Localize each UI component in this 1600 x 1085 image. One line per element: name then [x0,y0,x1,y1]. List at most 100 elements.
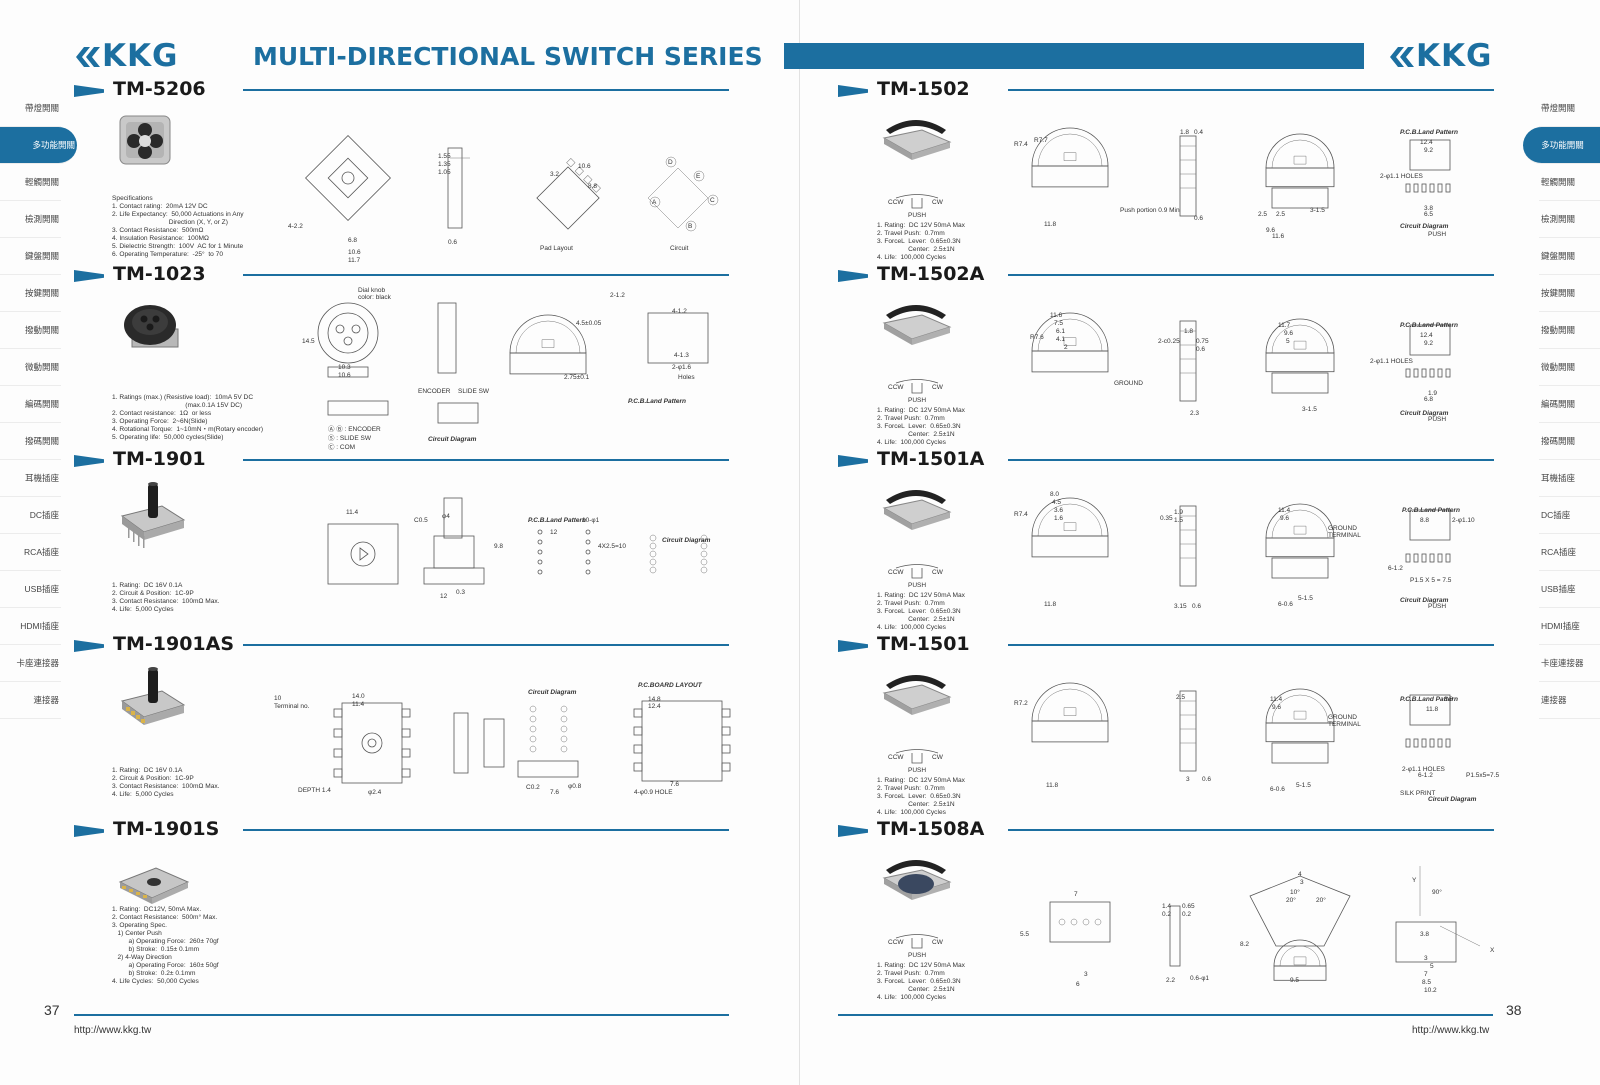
svg-text:P.C.B.Land Pattern: P.C.B.Land Pattern [1402,507,1460,514]
svg-text:11.4: 11.4 [1278,507,1291,514]
svg-text:2-1.2: 2-1.2 [610,292,625,299]
svg-text:P.C.B.Land Pattern: P.C.B.Land Pattern [1400,129,1458,136]
svg-text:1.35: 1.35 [438,161,451,168]
category-tab[interactable]: 鍵盤開關 [1539,238,1600,275]
category-tab[interactable]: RCA插座 [1539,534,1600,571]
svg-text:1.05: 1.05 [438,169,451,176]
section-arrow-icon [838,85,868,97]
category-tab[interactable]: USB插座 [1539,571,1600,608]
category-tab[interactable]: 編碼開關 [0,386,61,423]
product-photo [119,115,171,165]
category-tab[interactable]: DC插座 [0,497,61,534]
svg-text:4-φ0.9 HOLE: 4-φ0.9 HOLE [634,789,673,796]
section-title: TM-1901 [113,448,206,470]
svg-text:0.35: 0.35 [1160,515,1173,522]
category-tab[interactable]: 編碼開關 [1539,386,1600,423]
svg-text:2.5: 2.5 [1276,211,1285,218]
category-tab[interactable]: 撥動開關 [1539,312,1600,349]
svg-text:14.0: 14.0 [352,693,365,700]
svg-text:3: 3 [1300,879,1304,886]
svg-text:11.8: 11.8 [1046,782,1059,789]
svg-text:P.C.B.Land Pattern: P.C.B.Land Pattern [528,517,586,524]
category-tab[interactable]: DC插座 [1539,497,1600,534]
section-title: TM-1901S [113,818,220,840]
svg-text:10.6: 10.6 [578,163,591,170]
svg-text:2.75±0.1: 2.75±0.1 [564,374,590,381]
svg-text:7.6: 7.6 [550,789,559,796]
spec-list: 1. Rating: DC 12V 50mA Max 2. Travel Pus… [877,592,965,631]
category-tab[interactable]: HDMI插座 [0,608,61,645]
website-url[interactable]: http://www.kkg.tw [1412,1025,1490,1036]
svg-text:Pad Layout: Pad Layout [540,245,573,252]
kkg-logo: KKG [74,38,179,74]
category-tab[interactable]: 卡座連接器 [0,645,61,682]
category-tab[interactable]: 鍵盤開關 [0,238,61,275]
category-tab[interactable]: 輕觸開關 [0,164,61,201]
technical-drawing: 11.67.56.14.12R7.6GROUND2-c0.251.80.750.… [1030,312,1458,423]
category-tab[interactable]: 撥碼開關 [1539,423,1600,460]
product-photo [882,305,952,345]
category-tab[interactable]: 按鍵開關 [1539,275,1600,312]
category-tab[interactable]: USB插座 [0,571,61,608]
svg-text:3.8: 3.8 [1420,931,1429,938]
section-title: TM-1501A [877,448,985,470]
category-tab[interactable]: 連接器 [1539,682,1600,719]
svg-text:11.7: 11.7 [1278,322,1291,329]
svg-text:4.1: 4.1 [1056,336,1065,343]
product-photo [882,120,952,160]
svg-text:4-1.2: 4-1.2 [672,308,687,315]
category-tab[interactable]: HDMI插座 [1539,608,1600,645]
category-tab[interactable]: 帶燈開關 [1539,90,1600,127]
category-tab[interactable]: 連接器 [0,682,61,719]
category-tab[interactable]: 多功能開關 [1523,127,1600,164]
svg-text:10-φ1: 10-φ1 [582,517,600,524]
category-tab[interactable]: 檢測開關 [1539,201,1600,238]
svg-text:0.6: 0.6 [1192,603,1201,610]
svg-text:9.6: 9.6 [1272,704,1281,711]
category-tab[interactable]: 按鍵開關 [0,275,61,312]
category-tab[interactable]: RCA插座 [0,534,61,571]
category-tab[interactable]: 卡座連接器 [1539,645,1600,682]
category-tab[interactable]: 撥動開關 [0,312,61,349]
category-tab[interactable]: 耳機插座 [0,460,61,497]
category-tab[interactable]: 輕觸開關 [1539,164,1600,201]
category-tab[interactable]: 檢測開關 [0,201,61,238]
product-photo [118,867,190,904]
svg-text:90°: 90° [1432,888,1442,896]
svg-text:P.C.B.Land Pattern: P.C.B.Land Pattern [1400,696,1458,703]
svg-text:X: X [1490,947,1495,954]
section-rule [1008,89,1494,91]
svg-text:2.3: 2.3 [1190,410,1199,417]
category-tab[interactable]: 微動開關 [0,349,61,386]
svg-text:12.4: 12.4 [648,703,661,710]
svg-text:0.6: 0.6 [1196,346,1205,353]
section-title: TM-5206 [113,78,206,100]
section-rule [1008,274,1494,276]
product-photo [882,860,952,900]
page-number: 37 [44,1002,60,1018]
section-rule [243,274,729,276]
category-tab[interactable]: 耳機插座 [1539,460,1600,497]
section-rule [1008,829,1494,831]
kkg-mark-icon [76,47,100,67]
svg-text:PUSH: PUSH [1428,231,1446,238]
category-tab[interactable]: 微動開關 [1539,349,1600,386]
category-tab[interactable]: 帶燈開關 [0,90,61,127]
section-rule [243,89,729,91]
category-tab[interactable]: 撥碼開關 [0,423,61,460]
svg-text:10: 10 [274,695,282,702]
svg-text:Circuit Diagram: Circuit Diagram [528,689,577,696]
svg-text:Circuit: Circuit [670,245,689,252]
svg-text:5-1.5: 5-1.5 [1298,595,1313,602]
svg-text:9.5: 9.5 [1290,977,1299,984]
svg-text:9.2: 9.2 [1424,147,1433,154]
category-tab[interactable]: 多功能開關 [0,127,77,164]
website-url[interactable]: http://www.kkg.tw [74,1025,152,1036]
svg-text:12.4: 12.4 [1420,332,1433,339]
svg-text:5: 5 [1286,338,1290,345]
svg-text:Circuit Diagram: Circuit Diagram [1400,597,1449,604]
svg-text:P1.5x5=7.5: P1.5x5=7.5 [1466,772,1499,779]
